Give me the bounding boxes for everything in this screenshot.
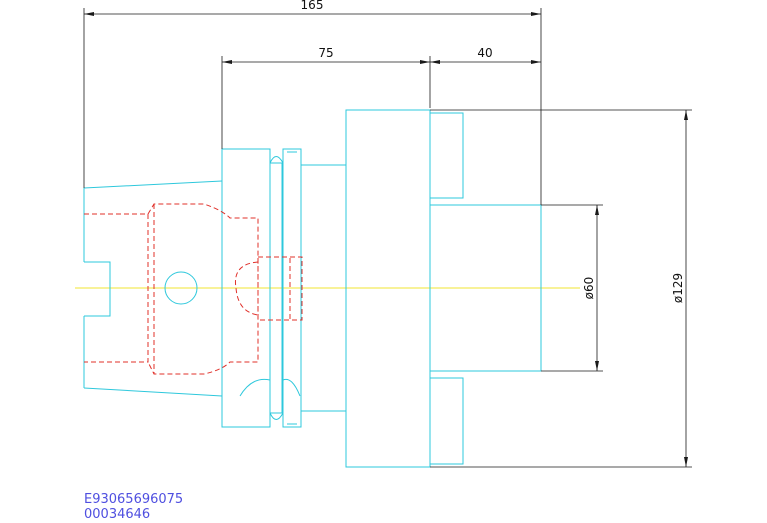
taper-shank [83,180,223,397]
flange-body [221,148,302,428]
hidden-features [84,203,303,375]
nose [429,204,542,372]
dim-label-overall: 165 [301,0,324,12]
dimension-flange-length: 75 [221,46,431,149]
dimension-holder-length: 40 [430,46,541,64]
dim-label-body-diameter: ø129 [671,273,685,303]
dim-label-holder: 40 [477,46,492,60]
part-code-line-1: E93065696075 [84,492,184,507]
dim-label-nose-diameter: ø60 [582,277,596,300]
dim-label-flange: 75 [318,46,333,60]
pin-hole [164,271,198,305]
dimension-nose-diameter: ø60 [541,204,603,372]
part-code-line-2: 00034646 [84,507,151,522]
neck [301,164,346,412]
dimension-body-diameter: ø129 [430,109,692,468]
dimension-overall-length: 165 [83,0,542,205]
